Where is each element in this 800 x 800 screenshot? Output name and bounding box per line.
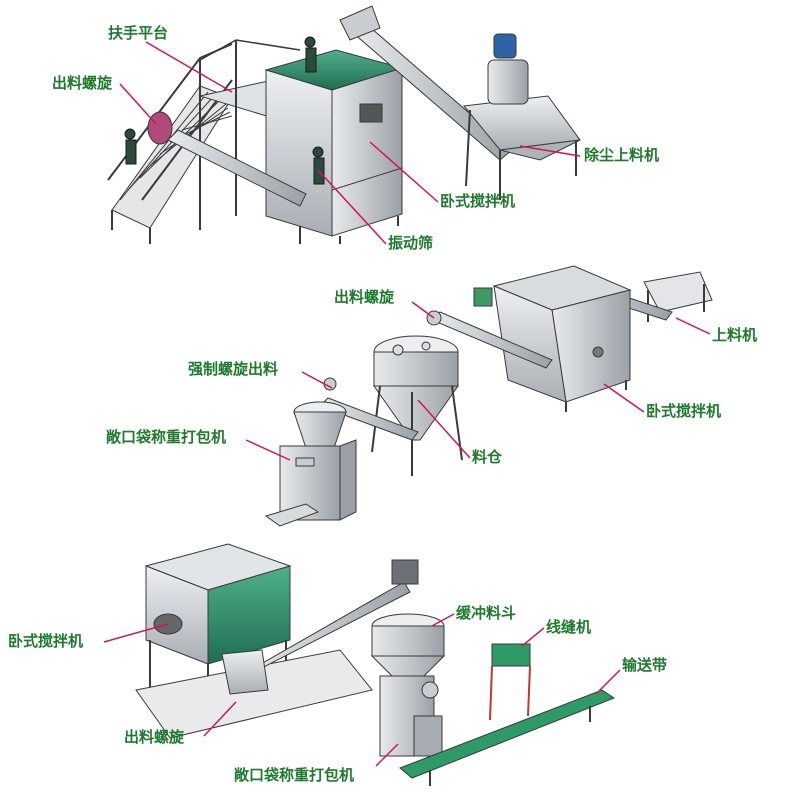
leader-line1-mixer xyxy=(369,141,439,203)
label-line1-dust-feeder: 除尘上料机 xyxy=(584,146,660,164)
leader-line3-sewing-machine xyxy=(521,627,545,647)
label-line3-buffer-hopper: 缓冲料斗 xyxy=(456,604,517,622)
line2-equipment xyxy=(264,265,713,527)
label-line2-packer: 敞口袋称重打包机 xyxy=(106,428,227,446)
label-line1-discharge-screw: 出料螺旋 xyxy=(52,74,113,92)
line1-mixer-body xyxy=(264,49,404,244)
line2-mixer xyxy=(473,265,632,412)
label-line2-silo: 料仓 xyxy=(472,448,503,466)
line3-equipment xyxy=(135,543,616,786)
leader-lines xyxy=(103,41,711,767)
line2-packer xyxy=(264,401,357,527)
line2-silo xyxy=(371,335,463,476)
label-line2-mixer: 卧式搅拌机 xyxy=(646,402,722,420)
leader-line2-feeder xyxy=(675,317,711,335)
leader-line3-packer xyxy=(375,743,399,767)
label-line1-mixer: 卧式搅拌机 xyxy=(440,192,516,210)
label-line2-discharge-screw: 出料螺旋 xyxy=(334,288,395,306)
line1-discharge-screw xyxy=(147,111,307,207)
leader-line2-discharge-screw xyxy=(411,301,435,319)
label-line3-mixer: 卧式搅拌机 xyxy=(8,632,84,650)
label-line3-packer: 敞口袋称重打包机 xyxy=(234,766,355,784)
leader-line2-mixer xyxy=(603,383,645,413)
label-line3-conveyor: 输送带 xyxy=(622,656,668,674)
line3-sewing-machine xyxy=(489,643,531,721)
line3-mixer xyxy=(135,543,373,739)
leader-line3-discharge-screw xyxy=(203,701,237,737)
line1-dust-feeder xyxy=(463,33,581,200)
label-line1-vibrating-screen: 振动筛 xyxy=(388,234,434,252)
leader-line3-mixer xyxy=(103,623,169,643)
label-line2-forced-screw: 强制螺旋出料 xyxy=(188,360,279,378)
label-line3-sewing-machine: 线缝机 xyxy=(546,618,592,636)
leader-line3-buffer-hopper xyxy=(431,613,455,627)
leader-line1-vibrating-screen xyxy=(317,169,387,245)
line1-equipment xyxy=(107,5,581,244)
leader-line3-conveyor xyxy=(595,669,621,695)
line3-conveyor xyxy=(399,689,616,786)
leader-line2-packer xyxy=(245,439,291,461)
line3-screw-conveyor xyxy=(221,559,419,695)
leader-line1-discharge-screw xyxy=(119,83,157,125)
label-line3-discharge-screw: 出料螺旋 xyxy=(124,728,185,746)
leader-line2-forced-screw xyxy=(301,371,333,389)
line1-screw-conveyor xyxy=(339,5,513,161)
line3-packer xyxy=(370,613,446,757)
leader-line1-dust-feeder xyxy=(519,145,581,157)
label-line2-feeder: 上料机 xyxy=(712,326,758,344)
leader-line2-silo xyxy=(417,399,471,459)
label-line1-platform: 扶手平台 xyxy=(108,24,169,42)
leader-line1-platform xyxy=(145,41,233,93)
